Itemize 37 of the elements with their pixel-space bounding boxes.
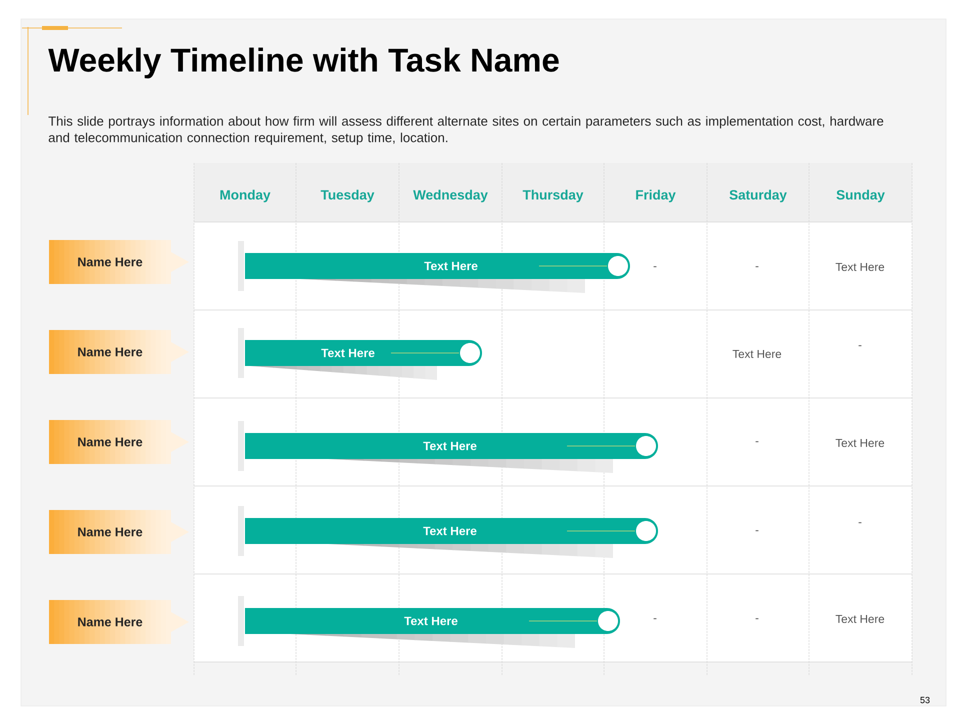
name-tag: Name Here — [49, 600, 189, 644]
cell-text: - — [858, 522, 862, 524]
node-label: Name Here — [78, 618, 142, 626]
name-tag: Name Here — [49, 330, 189, 374]
cell-text: - — [756, 618, 758, 620]
column-header: Tuesday — [320, 190, 374, 202]
column-header: Wednesday — [413, 190, 488, 202]
column-header: Saturday — [730, 190, 787, 202]
timeline-bar: Text Here — [245, 608, 620, 634]
cell-text: Text Here — [732, 350, 782, 358]
node-label: Name Here — [78, 258, 142, 266]
cell-text: - — [654, 266, 656, 268]
timeline-bar: Text Here — [245, 433, 658, 459]
timeline-bar: Text Here — [245, 518, 658, 544]
cell-text: - — [756, 441, 758, 442]
column-header: Monday — [220, 190, 270, 202]
column-header: Friday — [636, 190, 676, 202]
name-tag: Name Here — [49, 510, 189, 554]
column-header: Thursday — [522, 190, 584, 202]
cell-text: Text Here — [836, 263, 884, 272]
node-label: Name Here — [78, 528, 142, 536]
node-label: Name Here — [78, 438, 142, 446]
cell-text: Text Here — [836, 439, 884, 448]
page-number: 53 — [920, 696, 930, 704]
column-header: Sunday — [836, 190, 885, 202]
description-text: This slide portrays information about how firm will assess different alternate sites on certain parameters such as implementation cost, hardware and telecommunication connection requirement, setup time, location. — [48, 116, 884, 145]
name-tag: Name Here — [49, 240, 189, 284]
cell-text: - — [756, 530, 758, 532]
cell-text: - — [654, 618, 656, 620]
cell-text: Text Here — [836, 615, 884, 624]
cell-text: - — [756, 266, 758, 268]
node-label: Name Here — [78, 348, 142, 356]
timeline-bar: Text Here — [245, 340, 482, 366]
cell-text: - — [858, 345, 862, 346]
name-tag: Name Here — [49, 420, 189, 464]
slide-title: Weekly Timeline with Task Name — [48, 48, 559, 78]
timeline-bar: Text Here — [245, 253, 630, 279]
